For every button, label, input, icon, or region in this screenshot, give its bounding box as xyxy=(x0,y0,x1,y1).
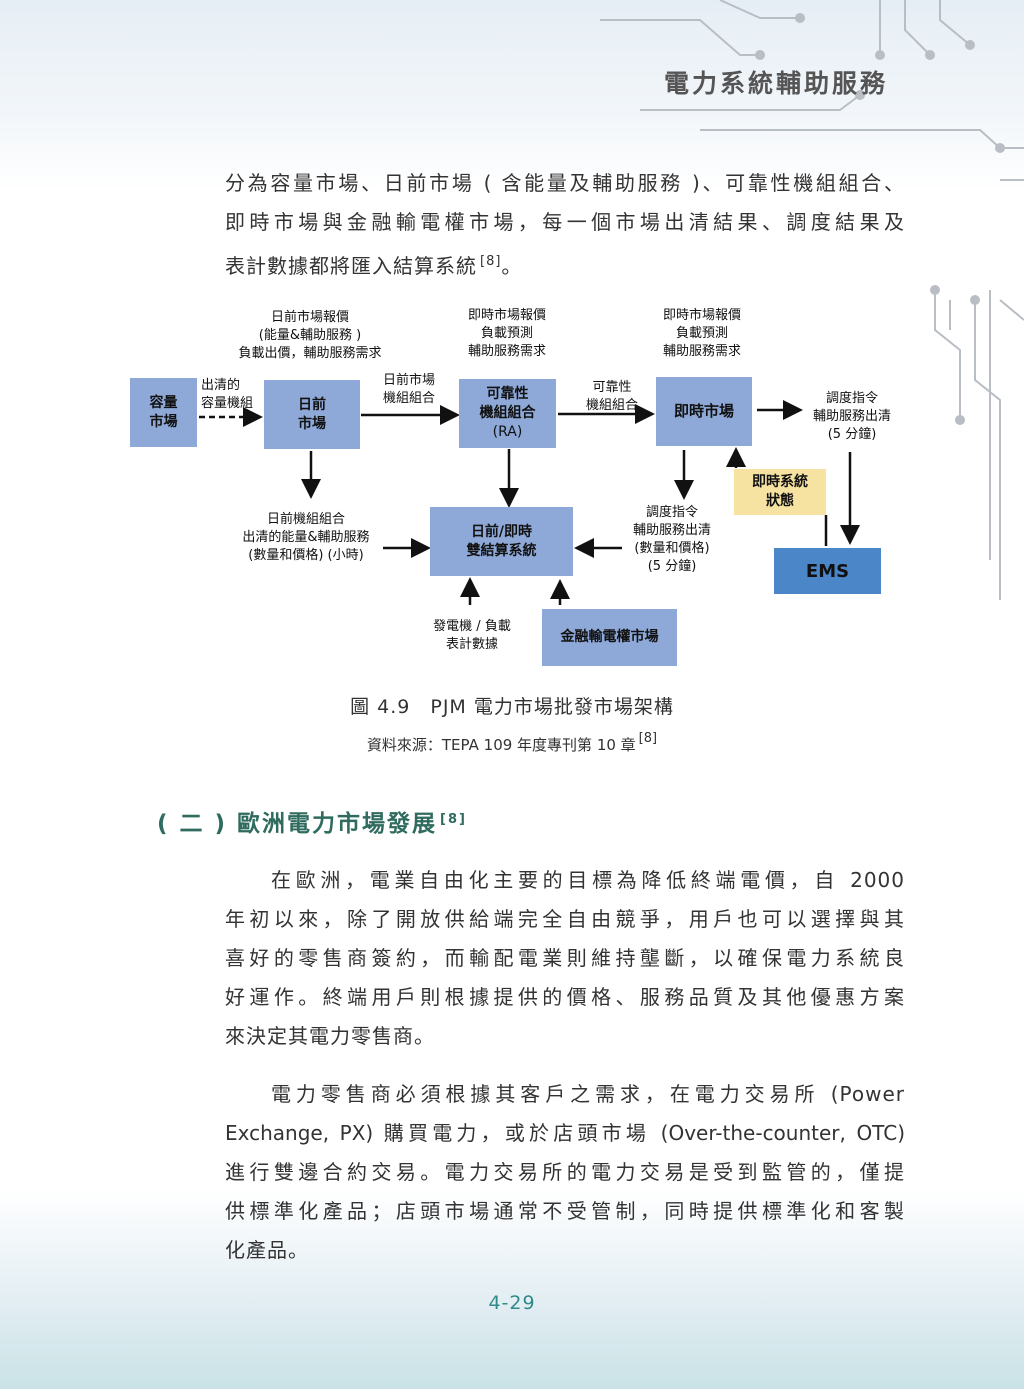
ftr-market-box: 金融輸電權市場 xyxy=(542,609,677,666)
paragraph-2: 電力零售商必須根據其客戶之需求，在電力交易所 (Power Exchange, … xyxy=(225,1075,905,1270)
figure-source: 資料來源：TEPA 109 年度專刊第 10 章[8] xyxy=(0,731,1024,755)
label-cleared-capacity: 出清的容量機組 xyxy=(201,378,254,411)
source-text: 資料來源：TEPA 109 年度專刊第 10 章 xyxy=(366,736,636,754)
label-rt-bid: 即時市場報價負載預測輔助服務需求 xyxy=(662,308,741,359)
text-line: 電力零售商必須根據其客戶之需求，在電力交易所 (Power xyxy=(271,1082,905,1106)
label-da-bid: 日前市場報價(能量&輔助服務 )負載出價，輔助服務需求 xyxy=(238,310,382,361)
section-heading: ( 二 ) 歐洲電力市場發展[8] xyxy=(157,804,467,838)
real-time-market-box: 即時市場 xyxy=(656,377,752,446)
day-ahead-market-box: 日前市場 xyxy=(264,380,360,449)
paragraph-1: 在歐洲，電業自由化主要的目標為降低終端電價，自 2000 年初以來，除了開放供給… xyxy=(225,861,905,1056)
pjm-diagram: 容量市場 日前市場 可靠性機組組合(RA) 即時市場 即時系統狀態 EMS 日前… xyxy=(0,0,1024,680)
label-da-cleared: 日前機組組合出清的能量&輔助服務(數量和價格) (小時) xyxy=(242,512,370,563)
label-meter-data: 發電機 / 負載表計數據 xyxy=(433,619,511,652)
footer-background xyxy=(0,1190,1024,1389)
settlement-box: 日前/即時雙結算系統 xyxy=(430,507,573,576)
label-dispatch: 調度指令輔助服務出清(5 分鐘) xyxy=(812,391,891,442)
text: 。 xyxy=(501,254,523,278)
intro-paragraph: 分為容量市場、日前市場 ( 含能量及輔助服務 )、可靠性機組組合、 即時市場與金… xyxy=(225,164,905,286)
text-line: 喜好的零售商簽約，而輸配電業則維持壟斷，以確保電力系統良 xyxy=(225,946,905,970)
text-line: 在歐洲，電業自由化主要的目標為降低終端電價，自 2000 xyxy=(271,868,905,892)
label-ra-uc: 可靠性機組組合 xyxy=(585,380,638,413)
figure-caption: 圖 4.9 PJM 電力市場批發市場架構 xyxy=(350,696,674,718)
text-line: 化產品。 xyxy=(225,1238,309,1262)
text-line: 年初以來，除了開放供給端完全自由競爭，用戶也可以選擇與其 xyxy=(225,907,905,931)
text-line: 好運作。終端用戶則根據提供的價格、服務品質及其他優惠方案 xyxy=(225,985,905,1009)
text-line: 來決定其電力零售商。 xyxy=(225,1024,435,1048)
capacity-market-box: 容量市場 xyxy=(130,378,197,447)
label-da-uc: 日前市場機組組合 xyxy=(382,373,435,406)
diagram-arrows xyxy=(199,400,860,605)
header-background xyxy=(0,0,1024,190)
ra-box: 可靠性機組組合(RA) xyxy=(459,379,556,448)
page-number: 4-29 xyxy=(488,1292,536,1314)
running-header: 電力系統輔助服務 xyxy=(664,69,889,98)
text-line: Exchange, PX) 購買電力，或於店頭市場 (Over-the-coun… xyxy=(225,1121,905,1145)
rt-status-box: 即時系統狀態 xyxy=(734,469,826,515)
label-dispatch-qp: 調度指令輔助服務出清(數量和價格)(5 分鐘) xyxy=(632,505,711,574)
heading-text: ( 二 ) 歐洲電力市場發展 xyxy=(157,811,438,837)
citation: [8] xyxy=(480,254,502,269)
text-line: 表計數據都將匯入結算系統[8]。 xyxy=(225,242,905,286)
text-line: 即時市場與金融輸電權市場，每一個市場出清結果、調度結果及 xyxy=(225,210,905,234)
text-line: 分為容量市場、日前市場 ( 含能量及輔助服務 )、可靠性機組組合、 xyxy=(225,171,905,195)
citation: [8] xyxy=(440,812,467,827)
text: 表計數據都將匯入結算系統 xyxy=(225,254,477,278)
ems-box: EMS xyxy=(774,548,881,594)
citation: [8] xyxy=(638,731,658,746)
text-line: 供標準化產品；店頭市場通常不受管制，同時提供標準化和客製 xyxy=(225,1199,905,1223)
text-line: 進行雙邊合約交易。電力交易所的電力交易是受到監管的，僅提 xyxy=(225,1160,905,1184)
label-rt-bid: 即時市場報價負載預測輔助服務需求 xyxy=(467,308,546,359)
